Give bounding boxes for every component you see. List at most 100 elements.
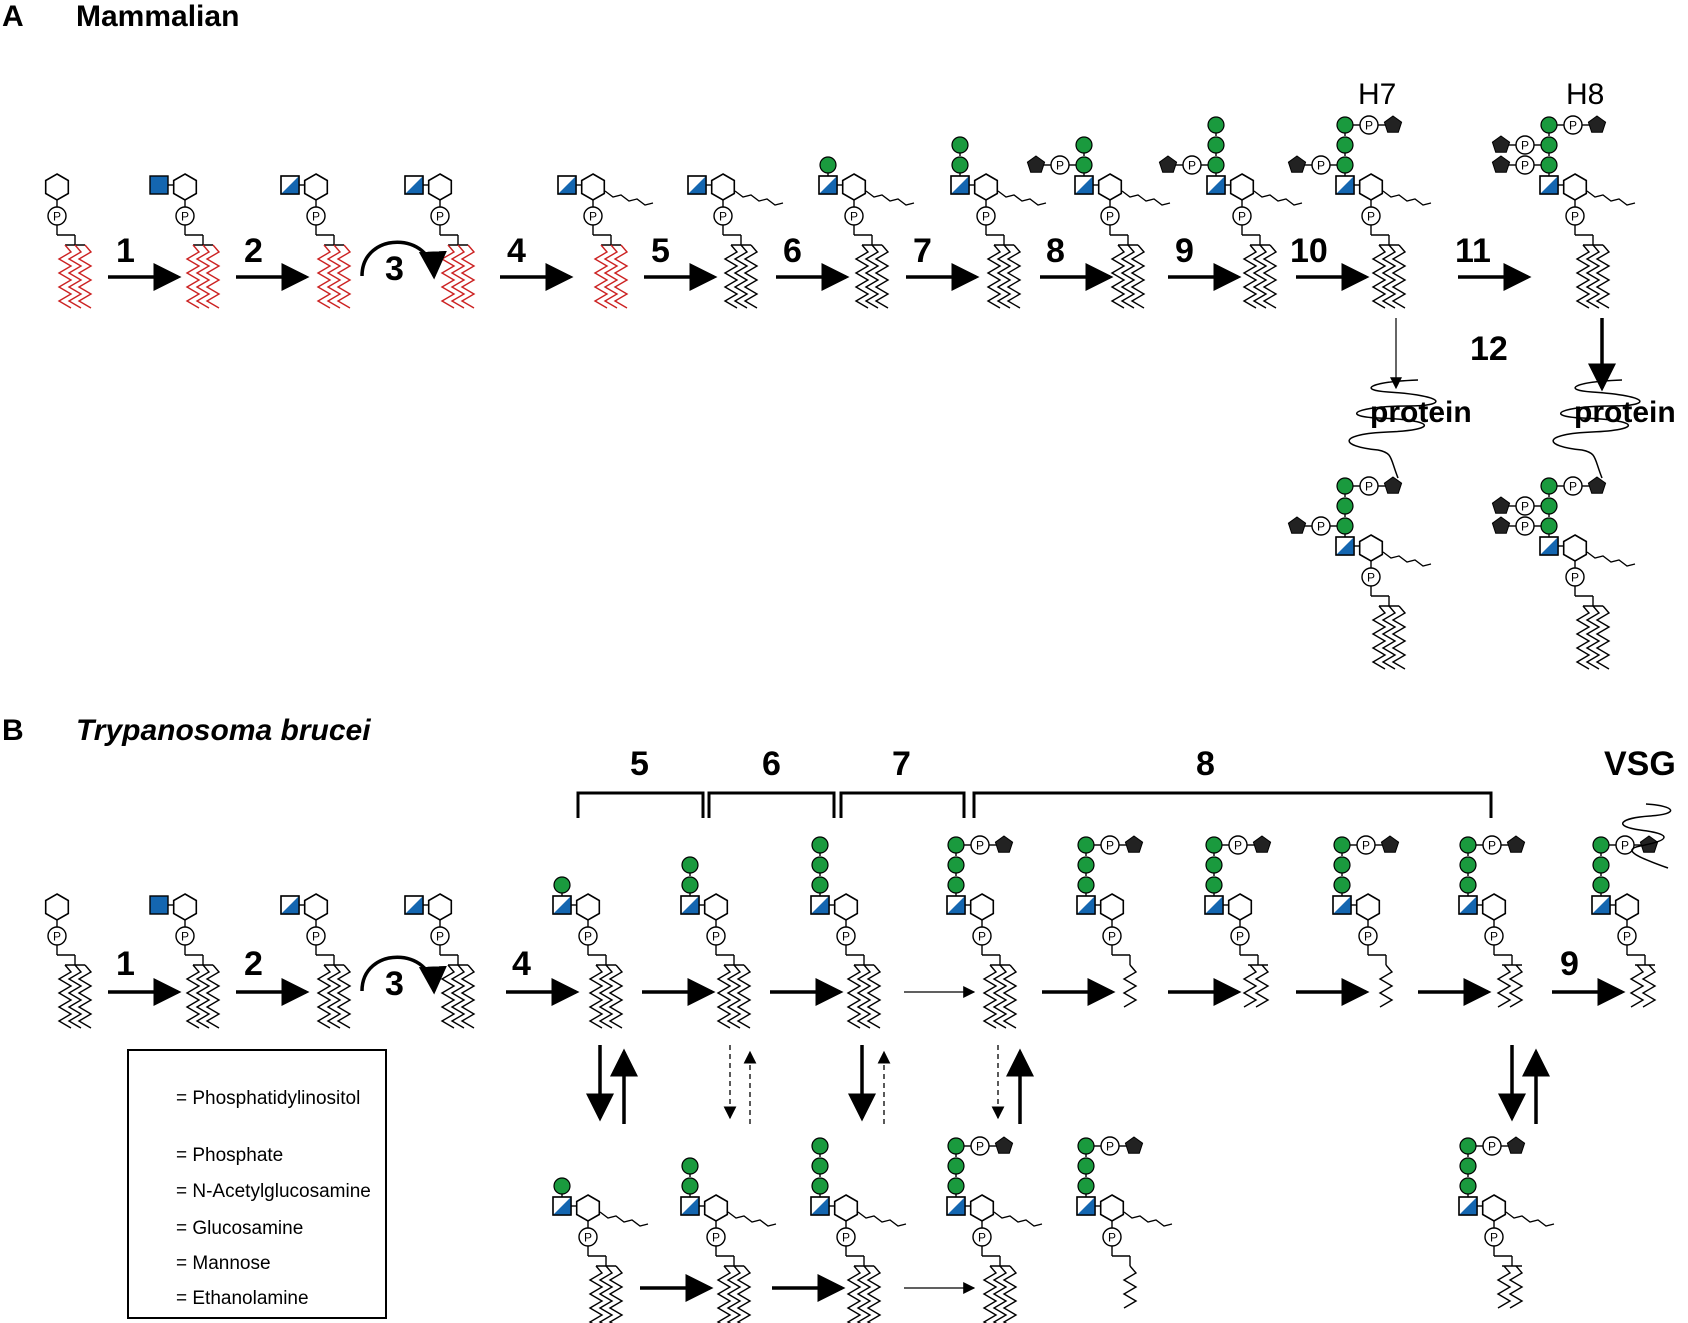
acyl-chain xyxy=(726,964,742,1029)
inositol-acyl-chain xyxy=(1586,190,1636,206)
inositol-hexagon xyxy=(969,893,995,921)
panel-b-letter: B xyxy=(2,714,24,747)
acyl-chain xyxy=(460,964,476,1029)
phosphate-letter: P xyxy=(1365,480,1373,494)
mannose-circle xyxy=(1333,856,1351,874)
mannose-circle xyxy=(1077,1177,1095,1195)
panel-b-step-9: 9 xyxy=(1560,945,1579,983)
bracket-6 xyxy=(707,791,836,818)
mammal-glcn-pi: P xyxy=(280,173,352,309)
acyl-chain xyxy=(1508,964,1524,1008)
ethanolamine-pentagon xyxy=(1491,496,1511,514)
ethanolamine-pentagon xyxy=(1383,476,1403,494)
phosphate-letter: P xyxy=(1108,1231,1116,1245)
inositol-hexagon xyxy=(44,893,70,921)
inositol-hexagon xyxy=(427,893,453,921)
phosphate-letter: P xyxy=(1236,930,1244,944)
protein-chain-right xyxy=(1552,379,1641,479)
mammal-pi: P xyxy=(44,173,93,309)
ethanolamine-pentagon xyxy=(1491,516,1511,534)
mannose-circle xyxy=(1333,876,1351,894)
mannose-circle xyxy=(681,856,699,874)
mannose-circle xyxy=(1459,1177,1477,1195)
inositol-hexagon xyxy=(1099,893,1125,921)
mannose-circle xyxy=(1205,836,1223,854)
glucosamine-outline xyxy=(280,175,300,195)
glucosamine-fill xyxy=(1336,176,1354,194)
mannose-circle xyxy=(1459,836,1477,854)
panel-a-step-5: 5 xyxy=(651,232,670,270)
protein-chain-left xyxy=(1348,379,1437,479)
label-vsg: VSG xyxy=(1604,745,1676,783)
mannose-circle xyxy=(811,1157,829,1175)
inositol-acyl-chain xyxy=(993,1211,1043,1227)
phosphate-letter: P xyxy=(181,210,189,224)
tb-acyl-man1: P xyxy=(552,1177,649,1323)
mannose-circle xyxy=(681,876,699,894)
glucosamine-fill xyxy=(947,1197,965,1215)
glucosamine-fill xyxy=(1333,896,1351,914)
ethanolamine-pentagon xyxy=(1491,135,1511,153)
panel-a-step-7: 7 xyxy=(913,232,932,270)
acyl-chain xyxy=(1595,605,1611,670)
acyl-chain xyxy=(1002,1265,1018,1323)
acyl-chain xyxy=(588,1265,604,1323)
inositol-hexagon xyxy=(1097,173,1123,201)
acyl-chain xyxy=(185,964,201,1029)
phosphate-letter: P xyxy=(842,930,850,944)
glucosamine-fill xyxy=(1459,896,1477,914)
acyl-chain xyxy=(854,244,870,309)
inositol-hexagon xyxy=(969,1194,995,1222)
acyl-chain xyxy=(460,244,476,309)
ethanolamine-pentagon xyxy=(1506,835,1526,853)
bracket-label-5: 5 xyxy=(630,745,649,783)
phosphate-letter: P xyxy=(53,930,61,944)
acyl-chain xyxy=(716,1265,732,1323)
acyl-chain xyxy=(1641,964,1657,1008)
tb-lyso-2: PP xyxy=(1332,835,1400,1008)
acyl-chain xyxy=(1130,244,1146,309)
ethanolamine-pentagon xyxy=(994,1136,1014,1154)
mannose-circle xyxy=(1540,477,1558,495)
mannose-circle xyxy=(819,156,837,174)
tb-myristoyl-1: PP xyxy=(1204,835,1272,1008)
mannose-circle xyxy=(681,1177,699,1195)
tb-vsg-anchor: PP xyxy=(1591,835,1659,1008)
phosphate-letter: P xyxy=(1571,210,1579,224)
phosphate-letter: P xyxy=(1569,480,1577,494)
inositol-acyl-chain xyxy=(599,1211,649,1227)
legend-label-glucosamine: = Glucosamine xyxy=(176,1218,303,1239)
acyl-chain xyxy=(1496,964,1512,1008)
acyl-chain xyxy=(992,1265,1008,1323)
phosphate-letter: P xyxy=(1621,839,1629,853)
inositol-hexagon xyxy=(973,173,999,201)
glucosamine-outline xyxy=(280,895,300,915)
mannose-circle xyxy=(1336,136,1354,154)
ethanolamine-pentagon xyxy=(1506,1136,1526,1154)
panel-b-title: Trypanosoma brucei xyxy=(76,714,371,747)
tb-glcn-pi-flipped: P xyxy=(404,893,476,1029)
ethanolamine-pentagon xyxy=(1287,516,1307,534)
acyl-chain xyxy=(1006,244,1022,309)
mannose-circle xyxy=(1459,1157,1477,1175)
acyl-chain xyxy=(603,244,619,309)
mammal-man1: P xyxy=(818,156,915,309)
mannose-circle xyxy=(1207,136,1225,154)
ethanolamine-pentagon xyxy=(1380,835,1400,853)
glucosamine-outline xyxy=(687,175,707,195)
phosphate-letter: P xyxy=(312,930,320,944)
panel-b-step-1: 1 xyxy=(116,945,135,983)
inositol-hexagon xyxy=(575,893,601,921)
acyl-chain xyxy=(733,244,749,309)
phosphate-letter: P xyxy=(1488,839,1496,853)
n-acetylglucosamine-square xyxy=(149,895,169,915)
phosphate-letter: P xyxy=(1362,839,1370,853)
inositol-hexagon xyxy=(833,1194,859,1222)
acyl-chain xyxy=(1120,244,1136,309)
glucosamine-fill xyxy=(681,1197,699,1215)
panel-a-step-4: 4 xyxy=(507,232,526,270)
acyl-chain xyxy=(1381,244,1397,309)
phosphate-letter: P xyxy=(1106,1140,1114,1154)
